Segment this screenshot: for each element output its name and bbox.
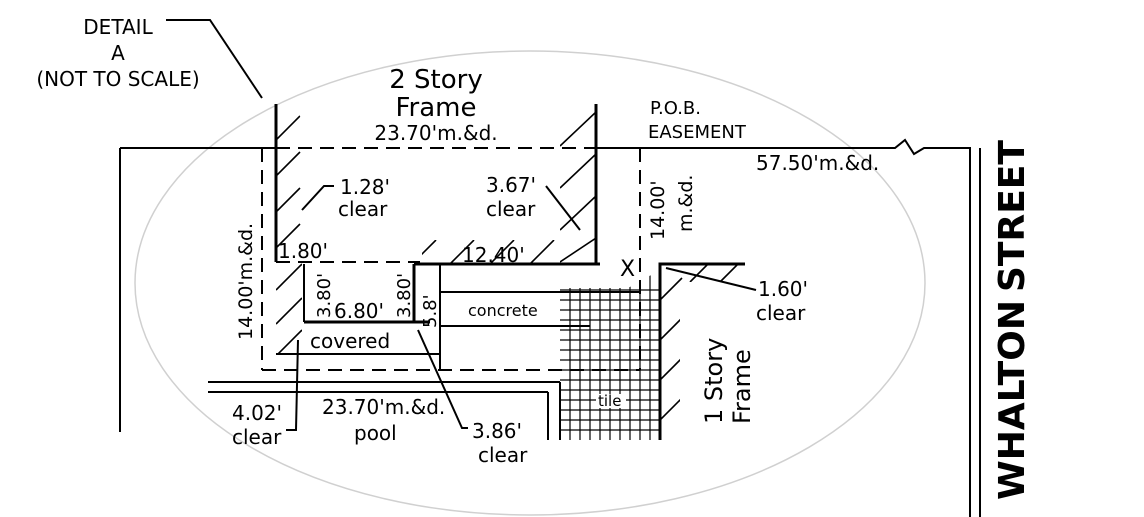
right-wall-hatch: [560, 111, 596, 263]
leader-367: [545, 185, 581, 231]
clear-367-label: clear: [486, 197, 536, 221]
detail-scale-note: (NOT TO SCALE): [36, 67, 199, 91]
street-name-1: WHALTON: [992, 300, 1033, 500]
house-label-line2: Frame: [395, 93, 476, 123]
one-story-line1: 1 Story: [700, 338, 728, 424]
detail-leader: [166, 19, 263, 99]
tile-grid: [560, 270, 660, 440]
dim-380a: 3.80': [314, 273, 335, 318]
dim-1240: 12.40': [462, 243, 525, 267]
dim-680: 6.80': [334, 299, 384, 323]
leader-128: [301, 185, 334, 211]
covered-label: covered: [310, 329, 390, 353]
pool-dimension: 23.70'm.&d.: [322, 395, 445, 419]
leader-160: [665, 267, 757, 291]
clear-160-label: clear: [756, 301, 806, 325]
clear-402-value: 4.02': [232, 401, 282, 425]
one-story-hatch: [660, 264, 739, 421]
clear-386-value: 3.86': [472, 419, 522, 443]
clear-402-label: clear: [232, 425, 282, 449]
dim-58: 5.8': [420, 294, 441, 328]
tile-label-bg: [596, 394, 626, 408]
house-label-line1: 2 Story: [389, 65, 483, 95]
left-dimension: 14.00'm.&d.: [235, 223, 257, 340]
dim-180: 1.80': [278, 239, 328, 263]
strip-hatch: [276, 263, 302, 354]
property-line-street: [596, 138, 971, 517]
detail-ellipse: [134, 50, 926, 516]
pool-label: pool: [354, 421, 397, 445]
one-story-outline: [658, 262, 745, 440]
right-dimension-line2: m.&d.: [675, 175, 697, 232]
clear-367-value: 3.67': [486, 173, 536, 197]
top-dimension: 23.70'm.&d.: [374, 121, 497, 145]
tile-label: tile: [598, 392, 621, 410]
dim-380b: 3.80': [394, 273, 415, 318]
leader-402: [286, 339, 299, 431]
easement-label: EASEMENT: [648, 122, 747, 143]
street-dimension: 57.50'm.&d.: [756, 151, 879, 175]
clear-128-value: 1.28': [340, 175, 390, 199]
street-name-2: STREET: [992, 140, 1033, 292]
clear-386-label: clear: [478, 443, 528, 467]
step-hatch: [422, 240, 555, 264]
one-story-line2: Frame: [728, 349, 756, 424]
clear-160-value: 1.60': [758, 277, 808, 301]
clear-128-label: clear: [338, 197, 388, 221]
detail-title: DETAIL: [83, 15, 153, 39]
x-mark: X: [620, 257, 635, 282]
leader-386: [417, 329, 468, 429]
left-wall-hatch: [276, 115, 301, 249]
right-dimension-line1: 14.00': [647, 180, 669, 240]
pob-label: P.O.B.: [650, 98, 701, 119]
detail-letter: A: [111, 41, 125, 65]
concrete-label: concrete: [468, 301, 538, 320]
